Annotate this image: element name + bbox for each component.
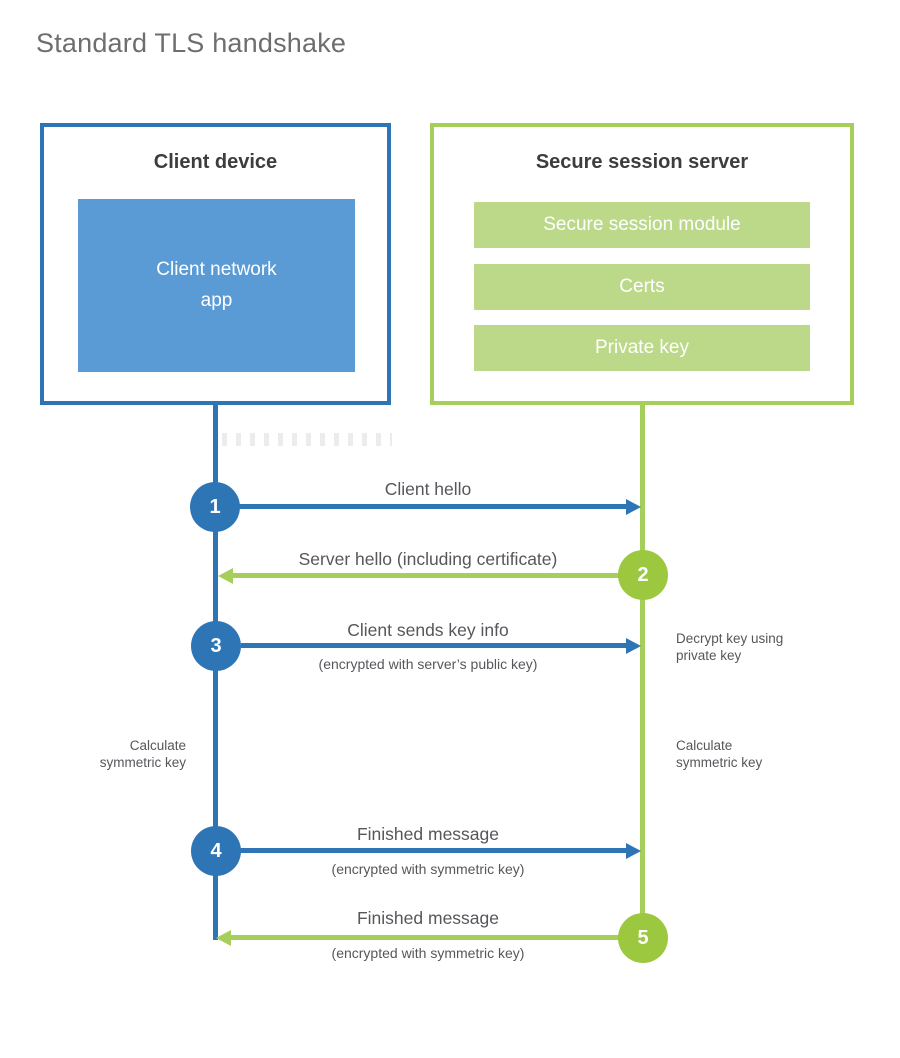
sublabel-finished-client: (encrypted with symmetric key) [331, 861, 525, 877]
client-device-title: Client device [153, 151, 278, 173]
label-finished-client: Finished message [356, 824, 500, 844]
label-client-key-info: Client sends key info [347, 620, 509, 640]
secure-session-server-box: Secure session server Secure session mod… [430, 123, 854, 405]
client-lifeline [213, 405, 218, 940]
label-server-hello: Server hello (including certificate) [298, 549, 558, 569]
arrowhead-left-icon [218, 568, 233, 584]
client-device-box: Client device Client network app [40, 123, 391, 405]
step-4-badge: 4 [191, 826, 241, 876]
note-calculate-symmetric-key-server: Calculate symmetric key [676, 738, 763, 770]
step-3-badge: 3 [191, 621, 241, 671]
certs-bar: Certs [474, 264, 810, 310]
faded-dash-artifact [222, 433, 392, 446]
arrowhead-left-icon [216, 930, 231, 946]
secure-session-server-title: Secure session server [535, 151, 749, 173]
arrow-client-key-info [241, 643, 627, 648]
private-key-bar: Private key [474, 325, 810, 371]
sublabel-finished-server: (encrypted with symmetric key) [331, 945, 525, 961]
note-calculate-symmetric-key-client: Calculate symmetric key [99, 738, 186, 770]
page-title: Standard TLS handshake [36, 28, 347, 58]
step-5-badge: 5 [618, 913, 668, 963]
arrowhead-right-icon [626, 499, 641, 515]
arrowhead-right-icon [626, 843, 641, 859]
server-lifeline [640, 405, 645, 940]
note-decrypt-key: Decrypt key using private key [676, 631, 784, 663]
arrow-client-hello [239, 504, 627, 509]
arrowhead-right-icon [626, 638, 641, 654]
arrow-finished-server [230, 935, 626, 940]
step-1-badge: 1 [190, 482, 240, 532]
label-finished-server: Finished message [356, 908, 500, 928]
sublabel-client-key-info: (encrypted with server’s public key) [318, 656, 538, 672]
client-network-app-module: Client network app [78, 199, 355, 372]
label-client-hello: Client hello [384, 479, 472, 499]
arrow-server-hello [232, 573, 626, 578]
secure-session-module-bar: Secure session module [474, 202, 810, 248]
arrow-finished-client [240, 848, 627, 853]
step-2-badge: 2 [618, 550, 668, 600]
